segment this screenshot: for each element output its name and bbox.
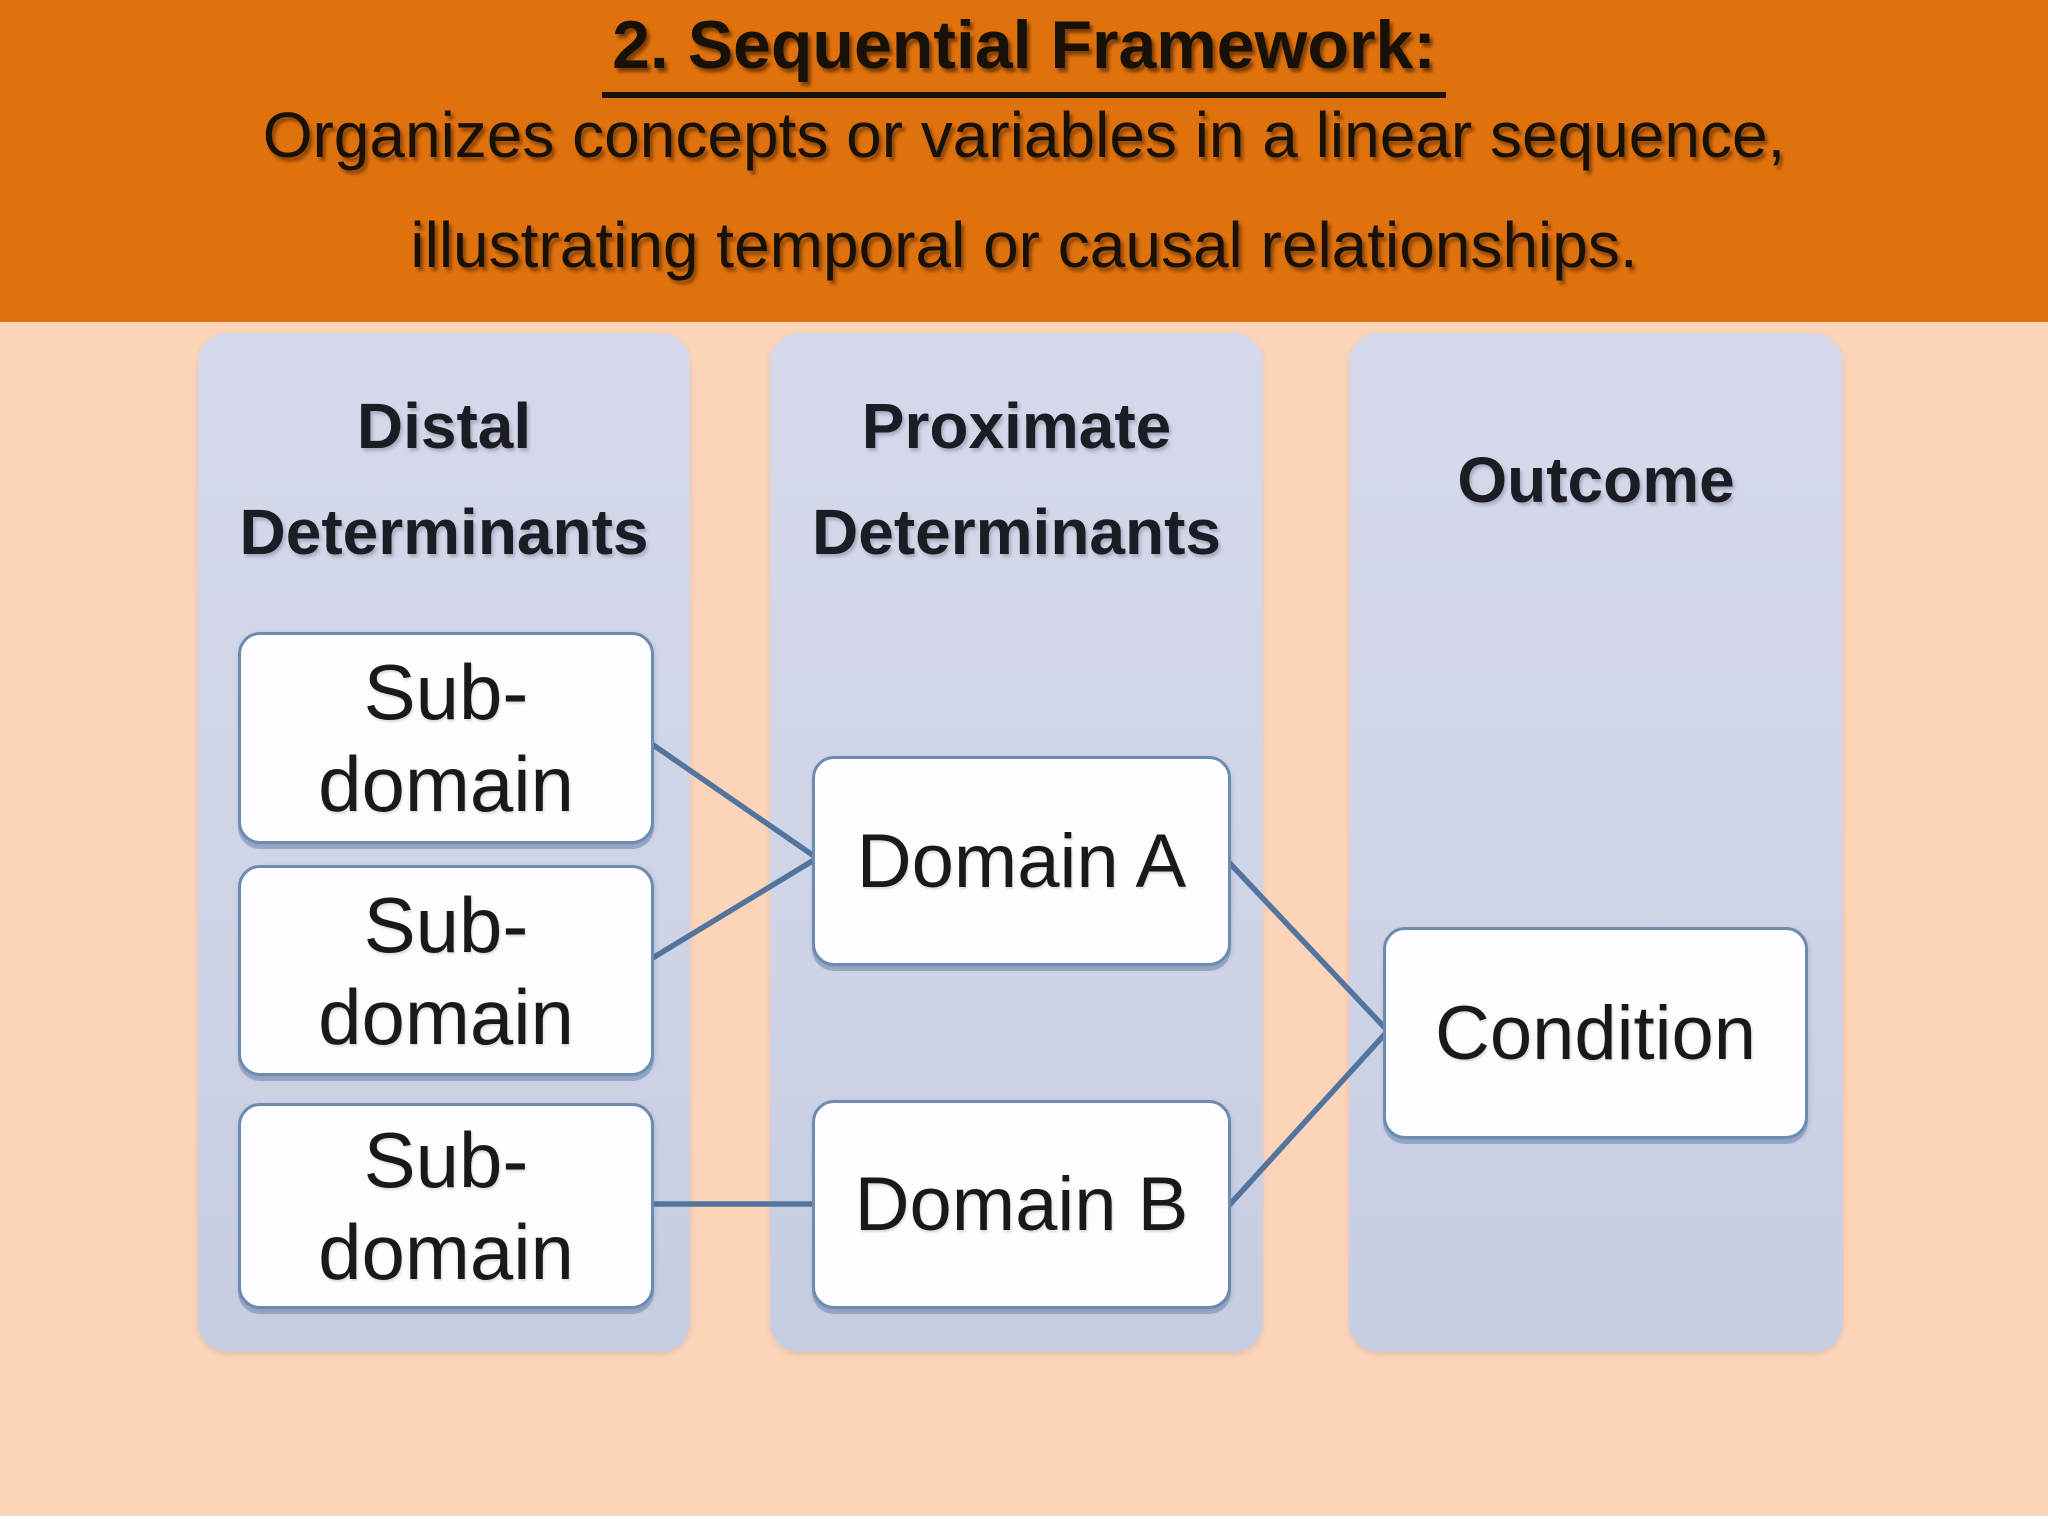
node-domain-a: Domain A <box>812 756 1231 966</box>
node-sub-domain-1: Sub- domain <box>238 632 654 844</box>
node-label: Condition <box>1434 990 1757 1076</box>
slide-subtitle-line2: illustrating temporal or causal relation… <box>410 209 1638 281</box>
node-label-line: Sub- <box>363 1116 529 1204</box>
slide-subtitle-line1: Organizes concepts or variables in a lin… <box>262 99 1786 171</box>
slide-title: 2. Sequential Framework: <box>0 2 2048 98</box>
node-sub-domain-3: Sub- domain <box>238 1103 654 1309</box>
node-label: Domain A <box>856 818 1187 904</box>
column-title: Distal Determinants <box>198 333 690 585</box>
node-condition: Condition <box>1383 927 1808 1139</box>
slide-title-text: 2. Sequential Framework: <box>602 2 1446 98</box>
node-label-line: domain <box>318 1208 574 1296</box>
node-label-line: Sub- <box>363 648 529 736</box>
header-band: 2. Sequential Framework: Organizes conce… <box>0 0 2048 322</box>
bottom-margin-strip <box>0 1516 2048 1536</box>
node-sub-domain-2: Sub- domain <box>238 865 654 1076</box>
node-label-line: Sub- <box>363 880 529 969</box>
node-domain-b: Domain B <box>812 1100 1231 1309</box>
column-title: Outcome <box>1349 333 1843 533</box>
column-title: Proximate Determinants <box>770 333 1263 585</box>
node-label-line: domain <box>318 972 574 1061</box>
column-title-line: Distal <box>356 390 532 462</box>
column-title-line: Determinants <box>812 496 1221 568</box>
node-label-line: domain <box>318 740 574 828</box>
column-title-line: Outcome <box>1457 444 1735 516</box>
column-outcome: Outcome <box>1349 333 1843 1352</box>
column-title-line: Proximate <box>861 390 1172 462</box>
node-label: Domain B <box>854 1162 1189 1247</box>
column-title-line: Determinants <box>239 496 649 568</box>
